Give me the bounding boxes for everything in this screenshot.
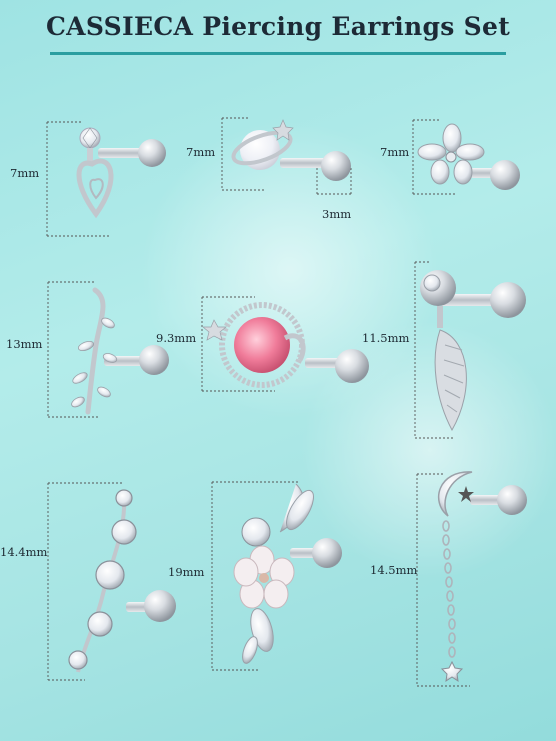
- page-title: CASSIECA Piercing Earrings Set: [45, 12, 511, 41]
- earring-vine-climber: [71, 287, 169, 415]
- earring-pearl-planet: [231, 119, 351, 181]
- dimension-label: 14.5mm: [370, 563, 418, 577]
- earring-flower-stud: [417, 123, 520, 190]
- dimension-label: 7mm: [380, 145, 410, 159]
- dimension-label: 7mm: [10, 166, 40, 180]
- dimension-label: 19mm: [168, 565, 205, 579]
- title-underline: [50, 52, 506, 55]
- earring-flower-climber: [233, 483, 342, 664]
- dimension-label: 11.5mm: [362, 331, 410, 345]
- dimension-label: 9.3mm: [156, 331, 197, 345]
- earring-heart-dangle: [76, 127, 166, 219]
- earring-crystal-climber: [68, 489, 176, 673]
- dimension-label: 7mm: [186, 145, 216, 159]
- dimension-label: 14.4mm: [0, 545, 48, 559]
- measurement-lines: [46, 117, 470, 687]
- dimension-label: 3mm: [322, 207, 352, 221]
- dimension-label: 13mm: [6, 337, 43, 351]
- earring-pink-halo: [202, 302, 369, 388]
- earring-moon-chain: [438, 471, 527, 683]
- earring-feather-dangle: [420, 270, 526, 432]
